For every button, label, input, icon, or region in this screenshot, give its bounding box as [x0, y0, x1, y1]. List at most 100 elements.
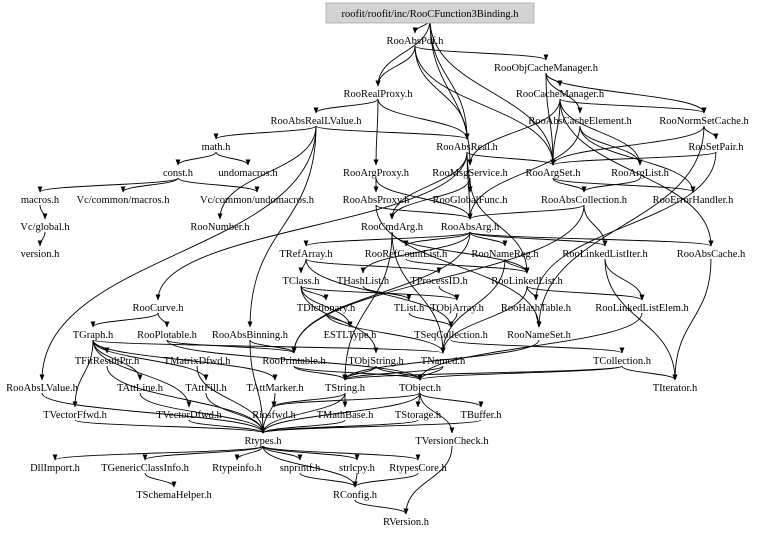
node-tgraph[interactable]: TGraph.h [73, 330, 114, 341]
node-roocurve[interactable]: RooCurve.h [132, 303, 184, 314]
node-rooabsproxy[interactable]: RooAbsProxy.h [343, 195, 410, 206]
node-riosfwd[interactable]: Riosfwd.h [252, 410, 296, 421]
node-tobjarray[interactable]: TObjArray.h [430, 303, 484, 314]
node-tschemahelper[interactable]: TSchemaHelper.h [136, 490, 212, 501]
node-tlist[interactable]: TList.h [394, 303, 425, 314]
node-roomsgservice[interactable]: RooMsgService.h [432, 168, 508, 179]
node-roolinkedlist[interactable]: RooLinkedList.h [491, 276, 563, 287]
node-math[interactable]: math.h [202, 142, 232, 153]
edge-math-to-undomacros [215, 151, 251, 166]
node-rooabscollection[interactable]: RooAbsCollection.h [541, 195, 628, 206]
node-tprocessid[interactable]: TProcessID.h [410, 276, 468, 287]
edge-roonamereg-to-tnamed [440, 258, 506, 354]
node-rooplotable[interactable]: RooPlotable.h [137, 330, 198, 341]
edge-tgenericclassinfo-to-tschemahelper [144, 472, 177, 488]
edge-rtypes-to-rtypeinfo [234, 445, 264, 461]
node-rooabsreal[interactable]: RooAbsReal.h [436, 142, 498, 153]
node-snprintf[interactable]: snprintf.h [280, 463, 321, 474]
edge-rtypes-to-rtypescore [262, 445, 421, 461]
node-roocachemanager[interactable]: RooCacheManager.h [516, 89, 605, 100]
node-tstorage[interactable]: TStorage.h [395, 410, 442, 421]
node-rtypeinfo[interactable]: Rtypeinfo.h [212, 463, 263, 474]
node-roonormsetcache[interactable]: RooNormSetCache.h [659, 116, 749, 127]
node-rooargset[interactable]: RooArgSet.h [526, 168, 582, 179]
node-roohashtable[interactable]: RooHashTable.h [501, 303, 572, 314]
edge-rooabsreal-to-roocurve [155, 151, 468, 301]
node-rooprintable[interactable]: RooPrintable.h [262, 356, 326, 367]
node-tstring[interactable]: TString.h [325, 383, 366, 394]
edge-rooabsreal-to-roocmdarg [389, 151, 468, 220]
node-tmathbase[interactable]: TMathBase.h [317, 410, 375, 421]
node-tdictionary[interactable]: TDictionary.h [297, 303, 356, 314]
node-roolinkedlistelem[interactable]: RooLinkedListElem.h [595, 303, 689, 314]
node-rooglobalfunc[interactable]: RooGlobalFunc.h [433, 195, 509, 206]
node-tcollection[interactable]: TCollection.h [593, 356, 652, 367]
node-rooargproxy[interactable]: RooArgProxy.h [343, 168, 410, 179]
edge-const-to-vcundomacros [177, 177, 260, 193]
node-estltype[interactable]: ESTLType.h [324, 330, 378, 341]
edge-rooabspdf-to-rooabsreal [414, 45, 470, 140]
node-tobjstring[interactable]: TObjString.h [348, 356, 404, 367]
node-undomacros[interactable]: undomacros.h [218, 168, 278, 179]
node-rooabsarg[interactable]: RooAbsArg.h [441, 222, 500, 233]
node-tseqcollection[interactable]: TSeqCollection.h [414, 330, 489, 341]
edge-roocmdarg-to-tstring [342, 231, 393, 381]
node-rooobjcachemanager[interactable]: RooObjCacheManager.h [494, 63, 599, 74]
node-roonumber[interactable]: RooNumber.h [190, 222, 250, 233]
node-tversioncheck[interactable]: TVersionCheck.h [415, 436, 489, 447]
node-trefarray[interactable]: TRefArray.h [279, 249, 333, 260]
node-rooabscacheelement[interactable]: RooAbsCacheElement.h [528, 116, 632, 127]
node-tattline[interactable]: TAttLine.h [117, 383, 164, 394]
node-roonameset[interactable]: RooNameSet.h [507, 330, 572, 341]
node-rooabscache[interactable]: RooAbsCache.h [677, 249, 746, 260]
node-roorealproxy[interactable]: RooRealProxy.h [343, 89, 413, 100]
edge-rtypes-to-tgenericclassinfo [142, 445, 264, 461]
node-roonamereg[interactable]: RooNameReg.h [471, 249, 539, 260]
node-tnamed[interactable]: TNamed.h [421, 356, 466, 367]
node-const[interactable]: const.h [163, 168, 194, 179]
node-rooabsbinning[interactable]: RooAbsBinning.h [212, 330, 289, 341]
node-roolinkedlistiter[interactable]: RooLinkedListIter.h [562, 249, 648, 260]
node-version[interactable]: version.h [21, 249, 61, 260]
node-tvectorffwd[interactable]: TVectorFfwd.h [43, 410, 108, 421]
node-vcglobal[interactable]: Vc/global.h [20, 222, 70, 233]
node-roocmdarg[interactable]: RooCmdArg.h [361, 222, 424, 233]
node-thashlist[interactable]: THashList.h [337, 276, 390, 287]
node-rooabslvalue[interactable]: RooAbsLValue.h [6, 383, 78, 394]
node-rooarglist[interactable]: RooArgList.h [611, 168, 670, 179]
node-tmatrixdfwd[interactable]: TMatrixDfwd.h [164, 356, 232, 367]
edge-tclass-to-tobjstring [300, 285, 379, 354]
node-macros[interactable]: macros.h [21, 195, 60, 206]
edge-rooarglist-to-rooabscollection [581, 177, 641, 193]
edge-rooobjcachemanager-to-roonormsetcache [545, 72, 707, 114]
node-tgenericclassinfo[interactable]: TGenericClassInfo.h [101, 463, 190, 474]
edge-roonameset-to-tstring [342, 339, 540, 381]
node-tclass[interactable]: TClass.h [282, 276, 320, 287]
node-tattmarker[interactable]: TAttMarker.h [246, 383, 304, 394]
node-titerator[interactable]: TIterator.h [653, 383, 698, 394]
node-vcundomacros[interactable]: Vc/common/undomacros.h [200, 195, 315, 206]
node-tattfill[interactable]: TAttFill.h [185, 383, 227, 394]
node-roosetpair[interactable]: RooSetPair.h [688, 142, 744, 153]
edge-tmatrixdfwd-to-rtypes [196, 365, 266, 434]
node-rconfig[interactable]: RConfig.h [333, 490, 378, 501]
node-strlcpy[interactable]: strlcpy.h [339, 463, 376, 474]
node-rversion[interactable]: RVersion.h [383, 517, 430, 528]
node-vcmacros[interactable]: Vc/common/macros.h [76, 195, 170, 206]
node-dllimport[interactable]: DllImport.h [30, 463, 81, 474]
node-tbuffer[interactable]: TBuffer.h [461, 410, 503, 421]
node-rtypes[interactable]: Rtypes.h [244, 436, 282, 447]
edge-rooabsarg-to-rooabscache [469, 231, 714, 247]
node-tfitresultptr[interactable]: TFitResultPtr.h [75, 356, 140, 367]
node-tobject[interactable]: TObject.h [399, 383, 442, 394]
root-node-label[interactable]: roofit/roofit/inc/RooCFunction3Binding.h [341, 9, 519, 20]
node-roorefcountlist[interactable]: RooRefCountList.h [365, 249, 448, 260]
edge-tobject-to-tbuffer [419, 392, 484, 408]
node-rooerrorhandler[interactable]: RooErrorHandler.h [653, 195, 735, 206]
node-rooabsreallvalue[interactable]: RooAbsRealLValue.h [271, 116, 363, 127]
node-rtypescore[interactable]: RtypesCore.h [389, 463, 447, 474]
node-tvectordfwd[interactable]: TVectorDfwd.h [156, 410, 222, 421]
edge-rooabsarg-to-roorefcountlist [403, 231, 471, 247]
node-rooabspdf[interactable]: RooAbsPdf.h [387, 36, 445, 47]
edge-rooabsbinning-to-rtypes [249, 339, 266, 434]
